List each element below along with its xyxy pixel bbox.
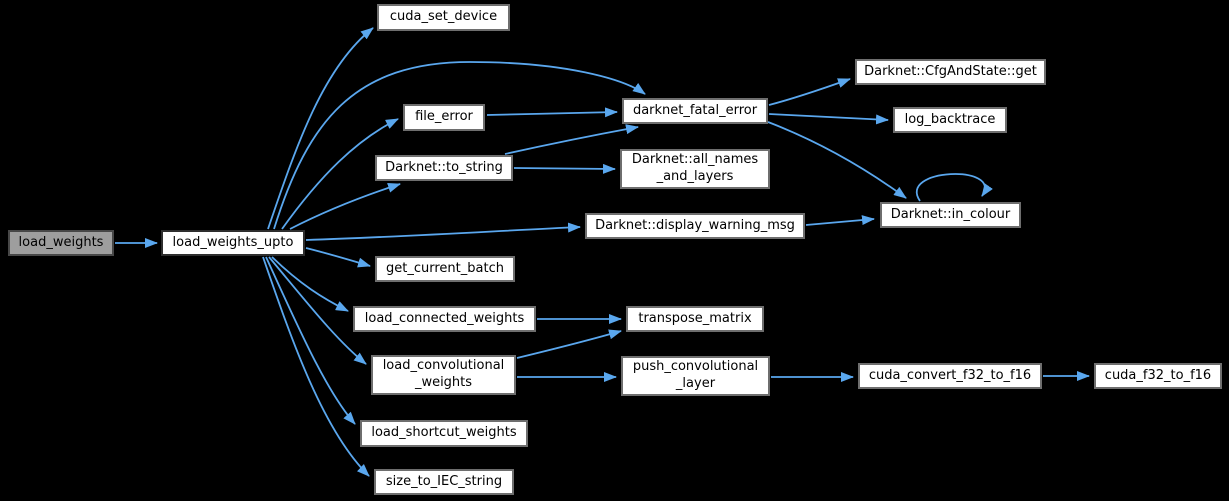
node-darknet-to-string[interactable]: Darknet::to_string bbox=[375, 155, 513, 181]
node-load-shortcut-weights[interactable]: load_shortcut_weights bbox=[360, 420, 528, 447]
node-cfg-and-state-get[interactable]: Darknet::CfgAndState::get bbox=[855, 59, 1046, 85]
node-cuda-convert-f32-to-f16[interactable]: cuda_convert_f32_to_f16 bbox=[858, 363, 1042, 389]
edge-fatal-error-to-log-backtrace bbox=[768, 113, 889, 125]
node-in-colour[interactable]: Darknet::in_colour bbox=[880, 202, 1021, 228]
edge-upto-to-file-error bbox=[281, 118, 399, 230]
node-load-weights: load_weights bbox=[8, 230, 114, 256]
edge-upto-to-load-shortcut-weights bbox=[265, 256, 356, 425]
edge-upto-to-to-string bbox=[289, 182, 401, 230]
edge-file-error-to-fatal-error bbox=[486, 107, 618, 118]
node-display-warning-msg[interactable]: Darknet::display_warning_msg bbox=[585, 213, 805, 239]
node-get-current-batch[interactable]: get_current_batch bbox=[375, 256, 515, 282]
edge-upto-to-load-connected-weights bbox=[271, 256, 349, 312]
edge-upto-to-cuda-set-device bbox=[267, 27, 374, 230]
node-load-weights-upto[interactable]: load_weights_upto bbox=[161, 230, 305, 256]
edge-fatal-error-to-in-colour bbox=[767, 121, 907, 199]
node-all-names-and-layers[interactable]: Darknet::all_names _and_layers bbox=[620, 149, 770, 189]
node-cuda-f32-to-f16[interactable]: cuda_f32_to_f16 bbox=[1094, 363, 1222, 389]
node-cuda-set-device[interactable]: cuda_set_device bbox=[377, 4, 510, 31]
node-transpose-matrix[interactable]: transpose_matrix bbox=[626, 306, 764, 332]
edge-upto-to-get-current-batch bbox=[305, 247, 371, 268]
edge-upto-to-size-to-iec-string bbox=[262, 256, 370, 477]
node-darknet-fatal-error[interactable]: darknet_fatal_error bbox=[622, 98, 768, 124]
edge-display-warning-to-in-colour bbox=[805, 215, 875, 226]
edge-upto-to-display-warning-msg bbox=[305, 222, 581, 241]
node-file-error[interactable]: file_error bbox=[403, 104, 485, 131]
edge-upto-to-darknet-fatal-error bbox=[273, 61, 646, 230]
edge-to-string-to-all-names bbox=[513, 163, 616, 174]
edge-upto-to-load-convolutional-weights bbox=[268, 256, 367, 365]
node-push-convolutional-layer[interactable]: push_convolutional _layer bbox=[621, 356, 770, 396]
node-size-to-iec-string[interactable]: size_to_IEC_string bbox=[374, 469, 514, 495]
edge-to-string-to-fatal-error bbox=[504, 124, 639, 155]
node-load-connected-weights[interactable]: load_connected_weights bbox=[353, 306, 536, 332]
edge-in-colour-self-loop bbox=[916, 173, 993, 202]
edge-conv-weights-to-transpose bbox=[516, 329, 622, 359]
node-log-backtrace[interactable]: log_backtrace bbox=[893, 107, 1007, 133]
edge-fatal-error-to-cfg-get bbox=[768, 78, 851, 106]
node-load-convolutional-weights[interactable]: load_convolutional _weights bbox=[371, 355, 516, 395]
